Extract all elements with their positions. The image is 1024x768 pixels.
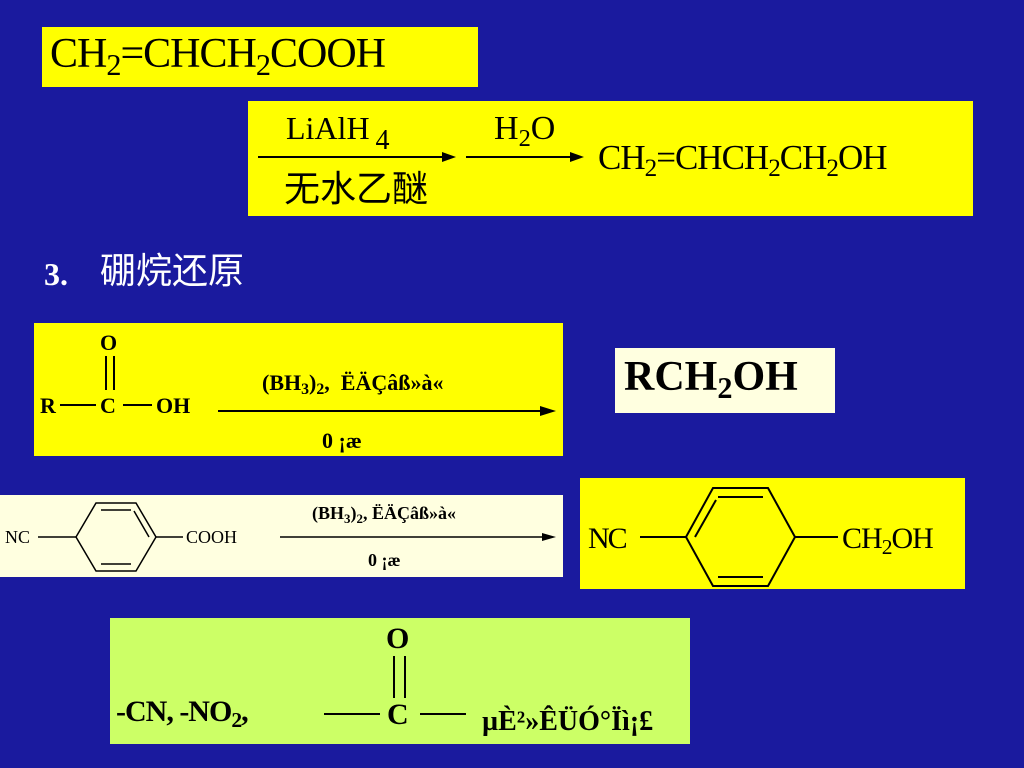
carbonyl-oxygen: O [100,330,118,355]
note-carbonyl-oxygen: O [386,622,410,655]
reagent-water: H2O [494,110,556,152]
note-carbonyl-carbon: C [387,698,409,731]
tolerated-groups: -CN, -NO2, [116,695,249,733]
ch2oh-group: CH2OH [842,522,934,560]
reactant-formula: CH2=CHCH2COOH [50,31,386,83]
tolerance-note-box [110,618,690,744]
hydroxyl-group: OH [156,393,191,418]
section-title: 硼烷还原 [100,251,245,292]
nitrile-reaction-box [0,495,563,577]
r-group: R [40,393,56,418]
borane-reagent: (BH3)2, ËÄÇâß»à« [262,370,444,399]
solvent-ether: 无水乙醚 [284,169,429,210]
tolerance-text: µÈ²»ÊÜÓ°Ïì¡£ [482,706,654,737]
product-rch2oh: RCH2OH [624,354,798,406]
cooh-group: COOH [186,527,238,547]
carbonyl-carbon: C [100,393,116,418]
borane-reagent-small: (BH3)2, ËÄÇâß»à« [312,503,456,526]
temperature-condition: 0 ¡æ [322,428,362,453]
temperature-condition-small: 0 ¡æ [368,550,401,570]
nc-group-product: NC [588,522,628,555]
nc-group-left: NC [5,527,31,547]
borane-reaction-box [34,323,563,456]
reduction-box [248,101,973,216]
section-number: 3. [44,256,68,292]
product-alcohol-box [615,348,835,413]
product-butenol: CH2=CHCH2CH2OH [598,138,888,183]
reactant-box [42,27,478,87]
